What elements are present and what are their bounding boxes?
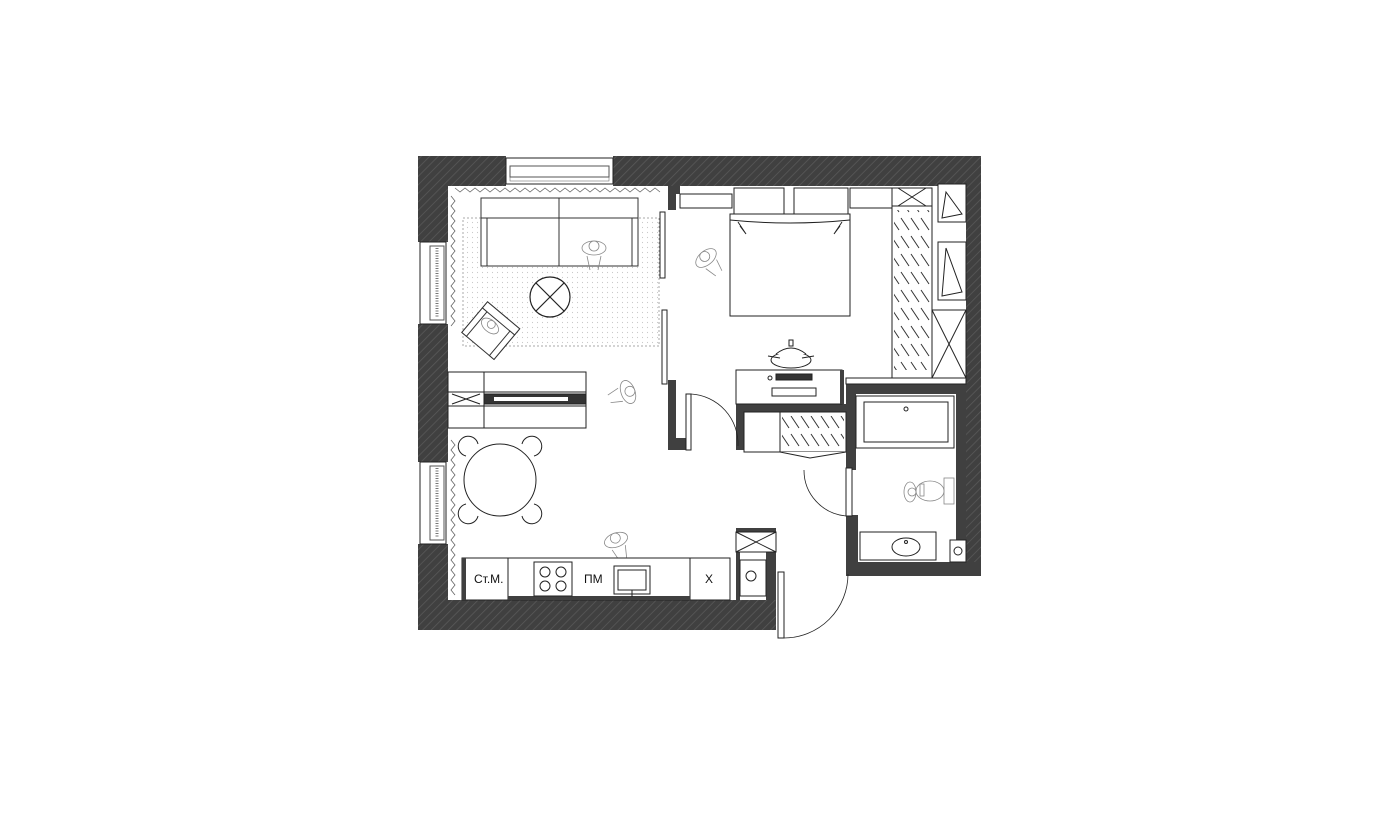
wardrobe [845, 187, 967, 385]
dining-table [457, 435, 543, 525]
washer-label: Ст.М. [474, 572, 504, 586]
right-shelves [937, 183, 967, 301]
wall-bath-left-lower [846, 515, 858, 576]
outer-walls [418, 156, 981, 630]
interior-walls [668, 186, 966, 600]
wall-left-top [418, 156, 448, 242]
person-figures [481, 240, 723, 561]
wall-left-mid [418, 324, 448, 462]
nightstand [679, 193, 733, 209]
sliding-partition [659, 211, 668, 385]
fridge-label: Х [705, 572, 713, 586]
utility-shaft [735, 531, 777, 597]
curtains [450, 187, 661, 596]
window-left-top [419, 241, 447, 325]
hallway-wardrobe [743, 411, 847, 459]
kitchen-counter [461, 557, 731, 601]
tv-unit [447, 371, 587, 429]
window-left-bottom [419, 461, 447, 545]
wall-bottom [418, 600, 776, 630]
bathroom-sink [859, 531, 937, 561]
bed [729, 187, 851, 317]
desk [735, 369, 844, 405]
bathtub [855, 395, 955, 449]
wall-top-mid [613, 156, 693, 186]
desk-chair [767, 339, 815, 369]
cooktop [533, 561, 573, 597]
window-top [505, 157, 614, 185]
toilet [903, 477, 955, 505]
bedroom-door [685, 393, 739, 451]
entrance-door [777, 571, 849, 639]
wall-bath-bottom [846, 562, 981, 576]
kitchen-sink [613, 565, 651, 597]
bathroom-riser [949, 539, 967, 563]
bathroom-door [803, 467, 853, 517]
wall-right [966, 156, 981, 576]
wall-top-right [693, 156, 981, 186]
ottoman [529, 276, 571, 318]
dishwasher-label: ПМ [584, 572, 603, 586]
